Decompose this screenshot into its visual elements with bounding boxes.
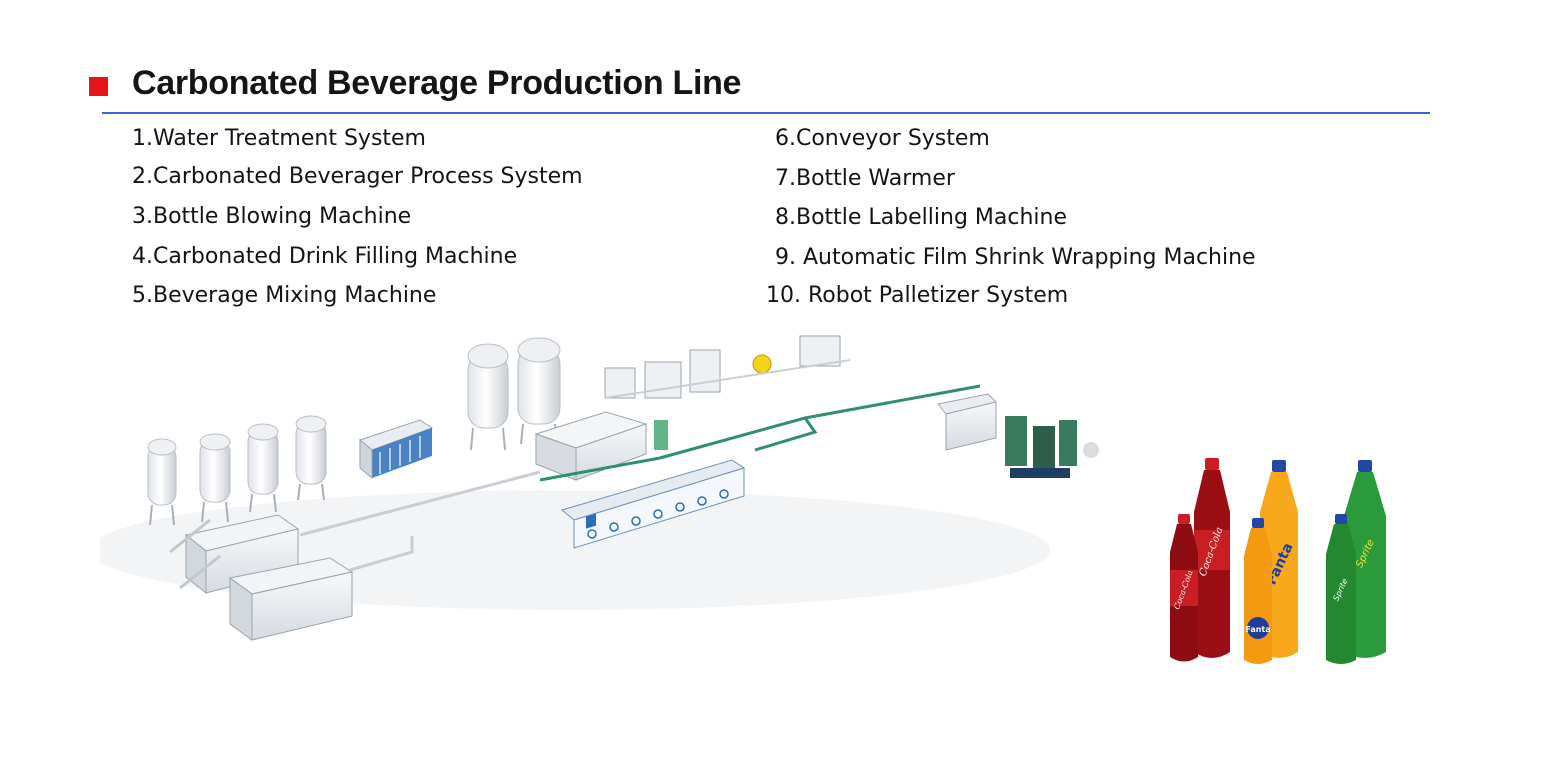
equipment-item-9: 9. Automatic Film Shrink Wrapping Machin…	[775, 245, 1256, 270]
equipment-item-10: 10. Robot Palletizer System	[766, 283, 1069, 308]
carbonated-filling-machine	[534, 411, 668, 481]
equipment-item-4: 4.Carbonated Drink Filling Machine	[132, 244, 518, 269]
equipment-item-6: 6.Conveyor System	[775, 126, 990, 151]
shrink-wrapping-machine	[937, 393, 997, 451]
sprite-bottle-small: Sprite	[1326, 514, 1356, 664]
cola-bottle-small: Coca-Cola	[1170, 514, 1198, 662]
equipment-item-3: 3.Bottle Blowing Machine	[132, 204, 412, 229]
fanta-label-2: Fanta	[1245, 625, 1270, 634]
conveyor-system	[659, 384, 981, 460]
cola-bottle-large: Coca-Cola	[1194, 458, 1230, 658]
equipment-item-2: 2.Carbonated Beverager Process System	[132, 164, 583, 189]
title-underline	[102, 112, 1430, 114]
equipment-item-8: 8.Bottle Labelling Machine	[775, 205, 1068, 230]
production-line-illustration	[100, 335, 1099, 641]
equipment-item-7: 7.Bottle Warmer	[775, 166, 955, 191]
bottle-warmer	[560, 459, 746, 549]
page-title: Carbonated Beverage Production Line	[132, 64, 742, 102]
ro-filtration-unit	[358, 419, 434, 480]
fanta-bottle-small: Fanta	[1244, 518, 1272, 664]
equipment-item-1: 1.Water Treatment System	[132, 126, 426, 151]
title-bullet-square	[89, 77, 108, 96]
bottle-blowing-machines	[169, 514, 354, 641]
air-conveyor	[299, 470, 541, 537]
storage-tanks	[467, 337, 561, 451]
equipment-item-5: 5.Beverage Mixing Machine	[132, 283, 437, 308]
water-treatment-tanks	[147, 415, 327, 526]
soft-drink-bottles: Coca-Cola Coca-Cola Fanta Fanta Sprite	[1170, 458, 1386, 664]
labelling-machines	[604, 335, 851, 399]
robot-palletizer	[1005, 416, 1099, 478]
